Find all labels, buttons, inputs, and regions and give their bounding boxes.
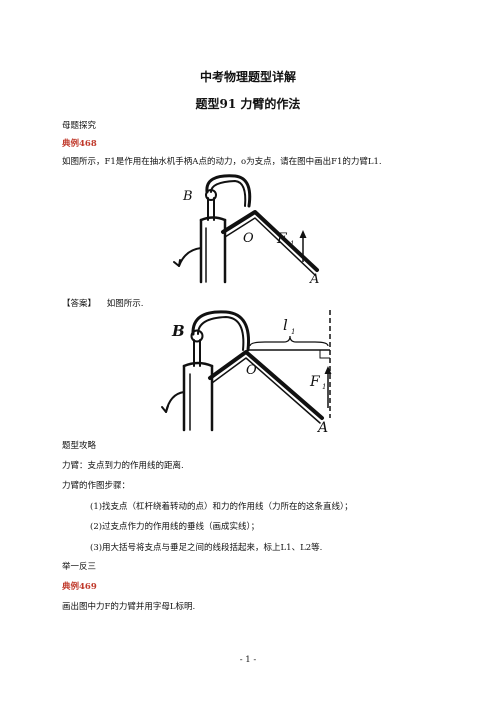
label-l: l	[283, 316, 288, 334]
example-label: 典例469	[62, 582, 97, 592]
section-heading: 题型攻略	[62, 441, 97, 451]
answer-text: 如图所示.	[106, 299, 144, 309]
example-text: 画出图中力F的力臂并用字母L标明.	[62, 602, 196, 612]
label-o: O	[246, 363, 257, 378]
label-f-sub: 1	[322, 383, 326, 391]
label-a: A	[316, 420, 328, 436]
step-item: (3)用大括号将支点与垂足之间的线段括起来，标上L1、L2等.	[90, 543, 323, 553]
step-item: (2)过支点作力的作用线的垂线（画成实线）；	[90, 522, 260, 532]
answer-label: 【答案】	[62, 299, 97, 309]
label-b: B	[182, 189, 193, 204]
label-f-sub: 1	[290, 240, 294, 248]
doc-title: 中考物理题型详解	[199, 70, 296, 84]
label-b: B	[171, 322, 185, 340]
label-l-sub: 1	[291, 328, 295, 336]
doc-subtitle: 题型91 力臂的作法	[195, 97, 301, 111]
steps-title: 力臂的作图步骤：	[62, 481, 131, 491]
section-heading: 母题探究	[62, 121, 97, 131]
pump-figure-question: B O F 1 A	[173, 174, 319, 287]
example-label: 典例468	[62, 139, 97, 149]
label-o: O	[243, 231, 254, 246]
step-item: (1)找支点（杠杆绕着转动的点）和力的作用线（力所在的这条直线）；	[90, 502, 353, 512]
example-text: 如图所示，F1是作用在抽水机手柄A点的动力，o为支点，请在图中画出F1的力臂L1…	[62, 157, 382, 167]
answer-line: 【答案】 如图所示.	[62, 297, 143, 309]
definition-text: 力臂：支点到力的作用线的距离.	[62, 461, 184, 471]
section-heading: 举一反三	[62, 562, 97, 572]
pump-figure-answer: B O l 1 F 1 A	[161, 310, 332, 436]
page-number: - 1 -	[239, 655, 257, 665]
label-f: F	[276, 231, 288, 247]
label-a: A	[309, 272, 319, 287]
label-f: F	[309, 374, 321, 390]
